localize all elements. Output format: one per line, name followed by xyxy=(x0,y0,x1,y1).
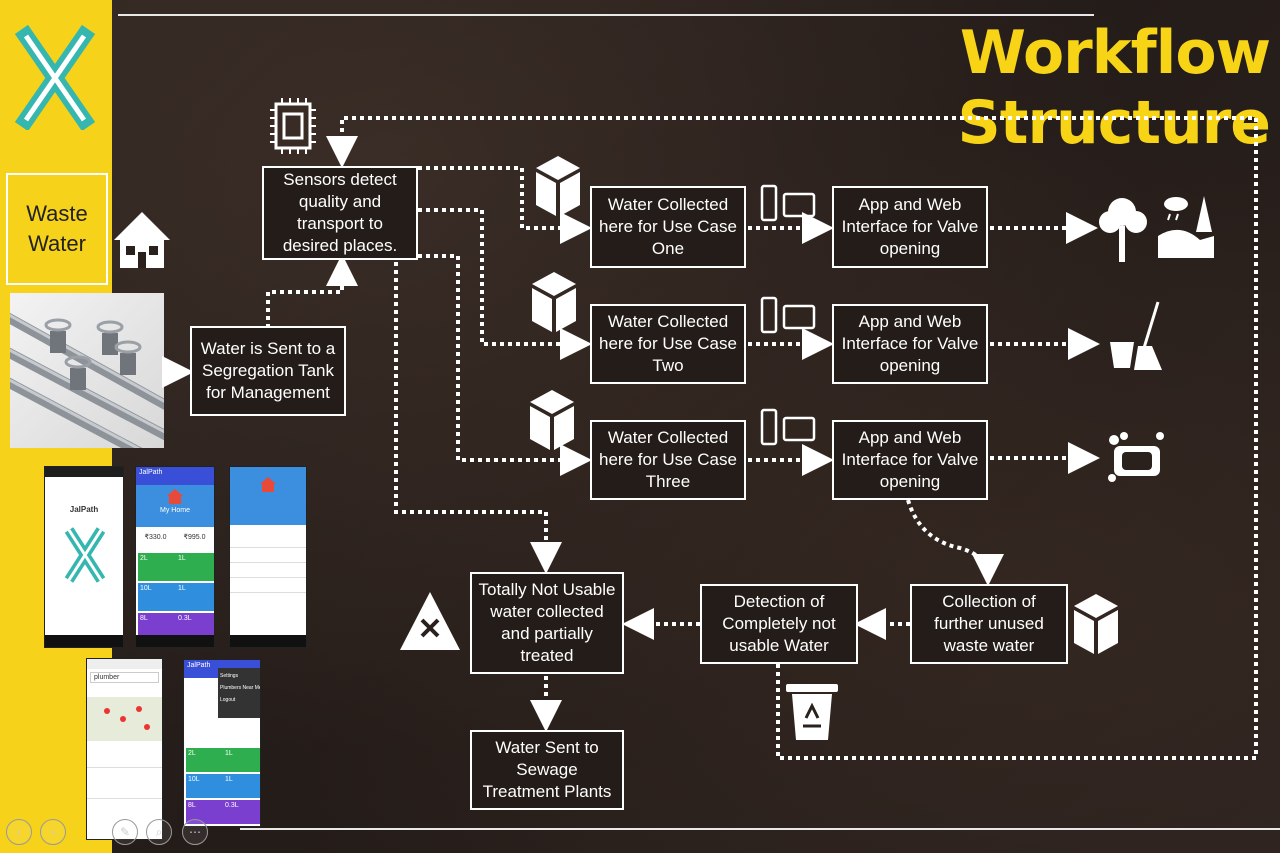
further-unused-box: Collection of further unused waste water xyxy=(910,584,1068,664)
menu-item: Logout xyxy=(220,697,236,703)
connector xyxy=(394,262,562,574)
app-interface-three-box: App and Web Interface for Valve opening xyxy=(832,420,988,500)
connector xyxy=(326,116,1258,760)
connector xyxy=(418,208,592,360)
box-icon xyxy=(1074,594,1118,654)
devices-icon xyxy=(760,296,816,334)
soap-wash-icon xyxy=(1108,432,1164,482)
connector xyxy=(418,166,592,244)
tile-value: 0.3L xyxy=(178,615,192,622)
connector xyxy=(906,499,1004,586)
pen-tool-button[interactable]: ✎ xyxy=(112,819,138,845)
logo-icon xyxy=(14,24,96,130)
app-splash-screen: JalPath xyxy=(44,466,124,648)
menu-item: Settings xyxy=(220,673,239,679)
waste-water-label: Waste Water xyxy=(6,173,108,285)
map-search-query: plumber xyxy=(90,672,159,683)
segregation-tank-box: Water is Sent to a Segregation Tank for … xyxy=(190,326,346,416)
connector xyxy=(418,254,592,476)
tile-value: 2L xyxy=(140,555,148,562)
bottom-divider xyxy=(240,828,1280,830)
rain-cloud-icon xyxy=(1164,197,1188,221)
tree-icon xyxy=(1099,198,1147,262)
home-icon xyxy=(260,477,276,492)
collect-use-case-two-box: Water Collected here for Use Case Two xyxy=(590,304,746,384)
app-menu-screen: JalPath Settings Plumbers Near Me Logout… xyxy=(183,659,261,827)
menu-item: Plumbers Near Me xyxy=(220,685,261,691)
app-interface-one-box: App and Web Interface for Valve opening xyxy=(832,186,988,268)
amount-a: ₹330.0 xyxy=(144,534,167,541)
app-home-label: My Home xyxy=(160,507,190,514)
tile-value: 10L xyxy=(140,585,152,592)
devices-icon xyxy=(760,184,816,222)
not-usable-box: Totally Not Usable water collected and p… xyxy=(470,572,624,674)
box-icon xyxy=(536,156,580,216)
next-slide-button[interactable]: › xyxy=(40,819,66,845)
recycle-bin-icon xyxy=(786,684,838,740)
amount-b: ₹995.0 xyxy=(183,534,206,541)
tile-value: 10L xyxy=(188,776,200,783)
warning-x-icon xyxy=(400,592,460,650)
field-icon xyxy=(1158,196,1214,258)
tile-value: 8L xyxy=(188,802,196,809)
pipes-photo xyxy=(10,293,164,448)
bucket-mop-icon xyxy=(1110,301,1162,370)
map-pins-icon xyxy=(104,706,150,730)
app-header-name: JalPath xyxy=(136,467,214,485)
connector xyxy=(266,254,358,328)
search-button[interactable]: ⌕ xyxy=(146,819,172,845)
page-title: Workflow Structure xyxy=(957,18,1271,158)
box-icon xyxy=(532,272,576,332)
app-profile-screen xyxy=(229,466,307,648)
house-icon xyxy=(114,212,170,268)
more-options-button[interactable]: ⋯ xyxy=(182,819,208,845)
detection-box: Detection of Completely not usable Water xyxy=(700,584,858,664)
app-splash-name: JalPath xyxy=(69,505,99,514)
tile-value: 1L xyxy=(178,555,186,562)
tile-value: 1L xyxy=(225,750,233,757)
prev-slide-button[interactable]: ‹ xyxy=(6,819,32,845)
tile-value: 0.3L xyxy=(225,802,239,809)
tile-value: 1L xyxy=(178,585,186,592)
collect-use-case-three-box: Water Collected here for Use Case Three xyxy=(590,420,746,500)
app-logo-icon xyxy=(64,527,106,583)
tile-value: 8L xyxy=(140,615,148,622)
tile-value: 2L xyxy=(188,750,196,757)
top-divider xyxy=(118,14,1094,16)
app-interface-two-box: App and Web Interface for Valve opening xyxy=(832,304,988,384)
sensors-box: Sensors detect quality and transport to … xyxy=(262,166,418,260)
home-icon xyxy=(167,489,183,504)
collect-use-case-one-box: Water Collected here for Use Case One xyxy=(590,186,746,268)
box-icon xyxy=(530,390,574,450)
chip-icon xyxy=(270,98,316,154)
sewage-box: Water Sent to Sewage Treatment Plants xyxy=(470,730,624,810)
app-map-screen: plumber xyxy=(86,658,163,840)
devices-icon xyxy=(760,408,816,446)
app-home-screen: JalPath My Home ₹330.0 ₹995.0 2L 1L 10L … xyxy=(135,466,215,648)
tile-value: 1L xyxy=(225,776,233,783)
